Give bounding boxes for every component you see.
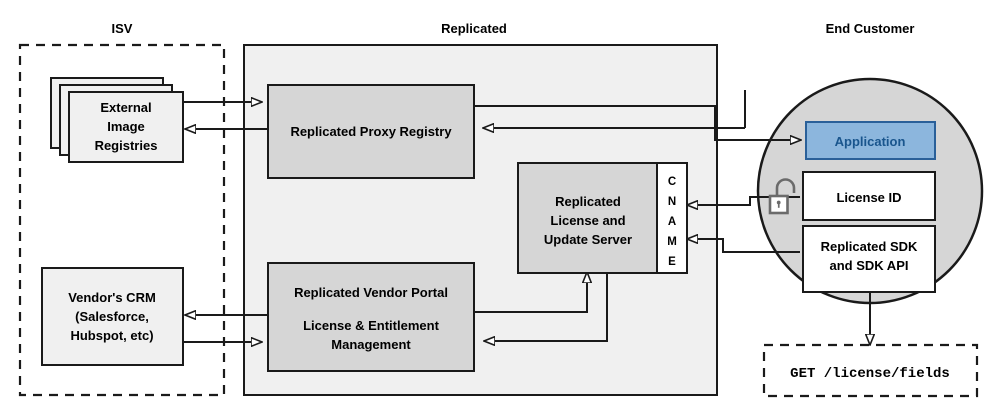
node-label-line: GET /license/fields — [790, 366, 950, 382]
edge-license-server-to-vendor-portal — [484, 272, 608, 341]
node-label-line: Replicated Vendor Portal — [294, 285, 448, 300]
node-vendors-crm[interactable]: Vendor's CRM (Salesforce, Hubspot, etc) — [41, 267, 184, 366]
node-label-line: External — [100, 100, 151, 115]
node-label-line: Registries — [95, 138, 158, 153]
cname-letter: E — [668, 256, 676, 268]
node-replicated-proxy-registry[interactable]: Replicated Proxy Registry — [267, 84, 475, 179]
cname-letter: N — [668, 196, 676, 208]
cname-letter: M — [667, 236, 677, 248]
node-application[interactable]: Application — [805, 121, 936, 160]
node-label-line: Image — [107, 119, 145, 134]
unlocked-padlock-icon — [768, 178, 796, 215]
edge-sdk-to-license-server — [687, 239, 800, 253]
node-license-fields-request[interactable]: GET /license/fields — [762, 343, 979, 398]
zone-boundary-isv — [18, 43, 226, 397]
node-replicated-vendor-portal[interactable]: Replicated Vendor Portal License & Entit… — [267, 262, 475, 372]
cname-letter: C — [668, 176, 676, 188]
edge-proxy-to-application — [474, 105, 801, 140]
node-label-line: (Salesforce, — [75, 309, 149, 324]
node-external-image-registries[interactable]: External Image Registries — [50, 77, 184, 163]
zone-title-isv: ISV — [112, 21, 133, 36]
node-replicated-sdk[interactable]: Replicated SDK and SDK API — [802, 225, 936, 293]
zone-title-end-customer: End Customer — [826, 21, 915, 36]
node-label-line: Update Server — [544, 232, 632, 247]
node-label-line: Replicated — [555, 194, 621, 209]
zone-title-replicated: Replicated — [441, 21, 507, 36]
node-label-line: License & Entitlement — [303, 318, 439, 333]
node-label-line: License and — [550, 213, 625, 228]
node-label-line: Replicated Proxy Registry — [290, 124, 452, 139]
node-label-line: Hubspot, etc) — [70, 328, 153, 343]
node-license-id[interactable]: License ID — [802, 171, 936, 221]
node-label-line: Application — [835, 134, 906, 149]
node-label-line: Management — [331, 337, 411, 352]
node-label-line: and SDK API — [830, 258, 909, 273]
node-cname[interactable]: C N A M E — [656, 162, 688, 274]
node-label-line: License ID — [836, 190, 901, 205]
node-label-line: Replicated SDK — [821, 239, 918, 254]
edge-vendor-portal-to-license-server — [474, 272, 587, 313]
node-replicated-license-update-server[interactable]: Replicated License and Update Server — [517, 162, 658, 274]
node-label-line: Vendor's CRM — [68, 290, 156, 305]
cname-letter: A — [668, 216, 676, 228]
